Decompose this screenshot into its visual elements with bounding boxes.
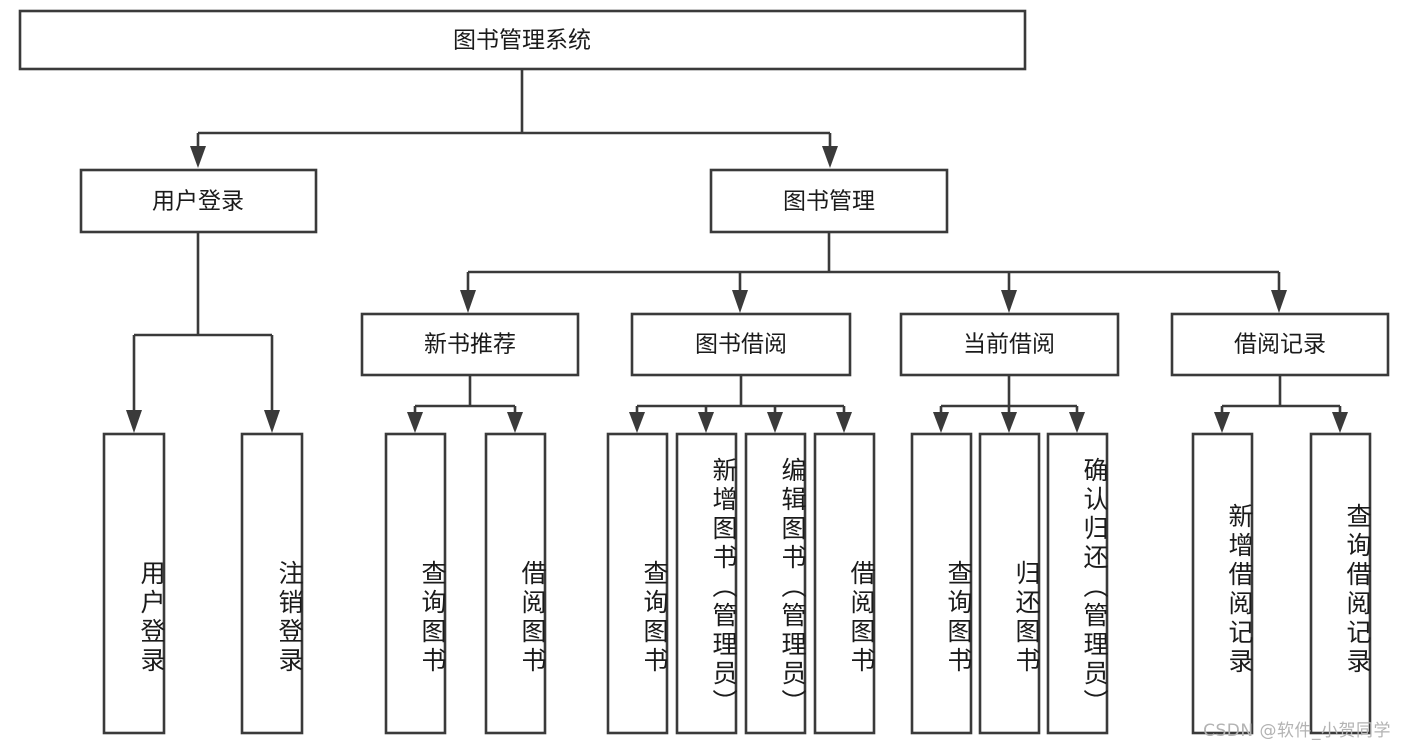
leaf-box-return-book[interactable] [978,432,1041,735]
leaf-box-confirm-return-admin[interactable] [1046,432,1109,735]
arrow-head-icon [732,290,748,313]
leaf-label-borrow-book-recommend: 借阅图书 [518,560,547,676]
leaf-label-query-borrow-record: 查询借阅记录 [1343,503,1372,677]
connector-root-to-level2 [190,69,838,168]
arrow-head-icon [407,412,423,433]
connector-borrow-record-to-leaves [1214,375,1348,433]
arrow-head-icon [629,412,645,433]
book-borrow-box-rect [630,312,852,377]
arrow-head-icon [460,290,476,313]
arrow-head-icon [1214,412,1230,433]
leaf-box-logout-login[interactable] [240,432,304,735]
user-login-box-label: 用户登录 [152,189,244,215]
arrow-head-icon [1001,412,1017,433]
new-book-recommend-box-label: 新书推荐 [424,332,516,358]
leaf-box-add-borrow-record[interactable] [1191,432,1254,735]
node-borrow-record[interactable]: 借阅记录 [1170,312,1390,377]
node-root[interactable]: 图书管理系统 [18,9,1027,71]
book-management-box-label: 图书管理 [783,189,875,215]
node-new-book-recommend[interactable]: 新书推荐 [360,312,580,377]
root-box-label: 图书管理系统 [453,28,591,54]
leaf-label-query-book-current: 查询图书 [944,560,973,676]
node-user-login[interactable]: 用户登录 [79,168,318,234]
arrow-head-icon [1332,412,1348,433]
leaf-box-query-book-borrow[interactable] [606,432,669,735]
connector-book-borrow-to-leaves [629,375,852,433]
book-borrow-box-label: 图书借阅 [695,332,787,358]
leaf-box-borrow-book-recommend[interactable] [484,432,547,735]
leaf-label-add-book-admin: 新增图书（管理员） [709,456,738,718]
borrow-record-box-label: 借阅记录 [1234,332,1326,358]
leaf-box-query-book-recommend[interactable] [384,432,447,735]
arrow-head-icon [1271,290,1287,313]
arrow-head-icon [126,410,142,433]
leaf-label-user-login: 用户登录 [137,560,166,676]
arrow-head-icon [1001,290,1017,313]
leaf-label-query-book-borrow: 查询图书 [640,560,669,676]
arrow-head-icon [822,146,838,168]
current-borrow-box-rect [899,312,1120,377]
arrow-head-icon [698,412,714,433]
arrow-head-icon [836,412,852,433]
leaf-label-edit-book-admin: 编辑图书（管理员） [778,456,807,718]
csdn-watermark: CSDN @软件_小贺同学 [1203,721,1391,741]
node-book-borrow[interactable]: 图书借阅 [630,312,852,377]
connector-new-book-recommend-to-leaves [407,375,523,433]
connector-book-management-to-level3 [460,232,1287,313]
leaf-label-add-borrow-record: 新增借阅记录 [1225,503,1254,677]
leaf-box-user-login[interactable] [102,432,166,735]
node-current-borrow[interactable]: 当前借阅 [899,312,1120,377]
connector-current-borrow-to-leaves [933,375,1085,433]
arrow-head-icon [190,146,206,168]
arrow-head-icon [507,412,523,433]
leaf-box-query-book-current[interactable] [910,432,973,735]
arrow-head-icon [264,410,280,433]
leaf-label-logout-login: 注销登录 [275,560,304,676]
node-book-management[interactable]: 图书管理 [709,168,949,234]
leaf-box-add-book-admin[interactable] [675,432,738,735]
leaf-label-return-book: 归还图书 [1012,560,1041,676]
connector-user-login-to-leaves [126,232,280,433]
new-book-recommend-box-rect [360,312,580,377]
leaf-label-query-book-recommend: 查询图书 [418,560,447,676]
leaf-box-edit-book-admin[interactable] [744,432,807,735]
arrow-head-icon [933,412,949,433]
leaf-box-query-borrow-record[interactable] [1309,432,1372,735]
leaf-label-borrow-book: 借阅图书 [847,560,876,676]
leaf-label-confirm-return-admin: 确认归还（管理员） [1080,456,1109,718]
root-box-rect [18,9,1027,71]
current-borrow-box-label: 当前借阅 [963,332,1055,358]
arrow-head-icon [767,412,783,433]
arrow-head-icon [1069,412,1085,433]
leaf-box-borrow-book[interactable] [813,432,876,735]
